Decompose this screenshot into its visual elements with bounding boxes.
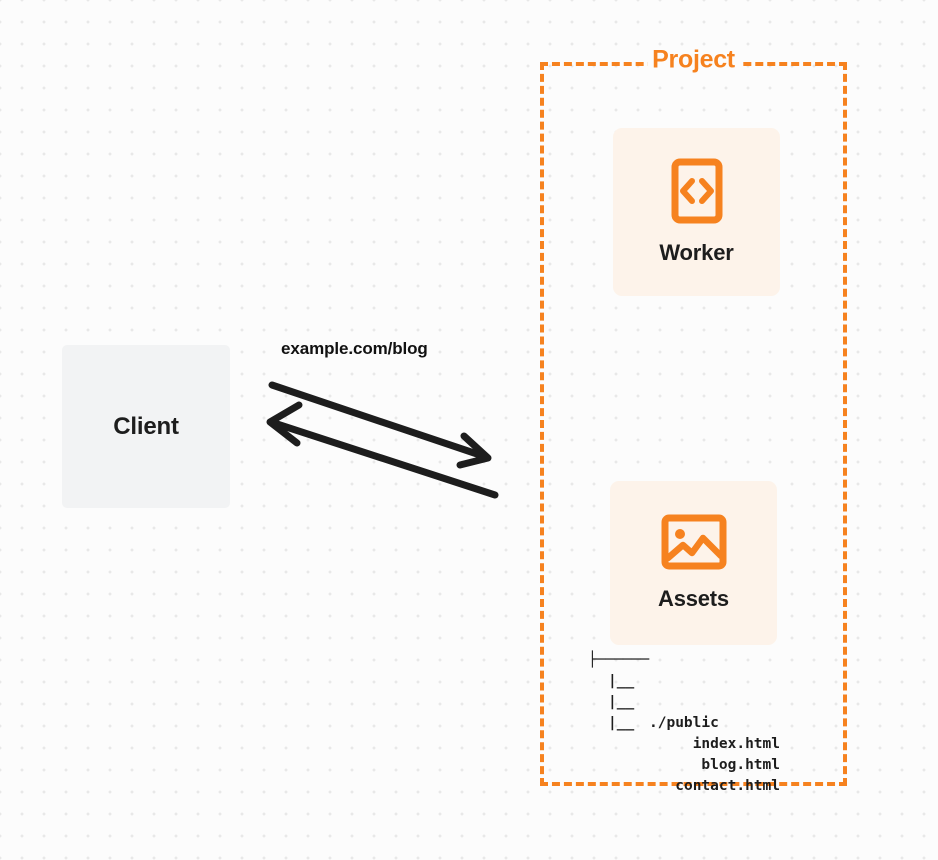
tree-item-name: blog.html — [701, 757, 780, 773]
worker-node[interactable]: Worker — [613, 128, 780, 296]
tree-row: |__ blog.html — [588, 692, 783, 773]
worker-label: Worker — [659, 240, 734, 265]
tree-branch-glyph: |__ — [608, 694, 635, 710]
code-brackets-icon — [671, 158, 722, 224]
image-icon — [661, 514, 726, 570]
assets-node[interactable]: Assets — [610, 481, 777, 645]
project-boundary: Project — [540, 45, 847, 786]
tree-branch-glyph: |__ — [608, 715, 635, 731]
tree-item-name: ./public — [649, 715, 719, 731]
response-arrow-icon — [266, 401, 499, 499]
project-title: Project — [647, 45, 740, 75]
connection-url-label: example.com/blog — [281, 339, 428, 358]
connection-arrows — [266, 381, 499, 499]
assets-file-tree: ├────── ./public |__ index.html |__ blog… — [588, 650, 783, 794]
tree-row: |__ contact.html — [588, 713, 783, 794]
tree-item-name: contact.html — [675, 778, 780, 794]
client-node[interactable]: Client — [62, 345, 230, 508]
tree-branch-glyph: |__ — [608, 673, 635, 689]
tree-branch-glyph: ├────── — [588, 652, 650, 668]
tree-row: |__ index.html — [588, 671, 783, 752]
assets-label: Assets — [658, 586, 729, 611]
request-arrow-icon — [268, 381, 492, 469]
tree-item-name: index.html — [692, 736, 780, 752]
client-label: Client — [113, 412, 179, 440]
tree-row: ├────── ./public — [588, 650, 783, 731]
